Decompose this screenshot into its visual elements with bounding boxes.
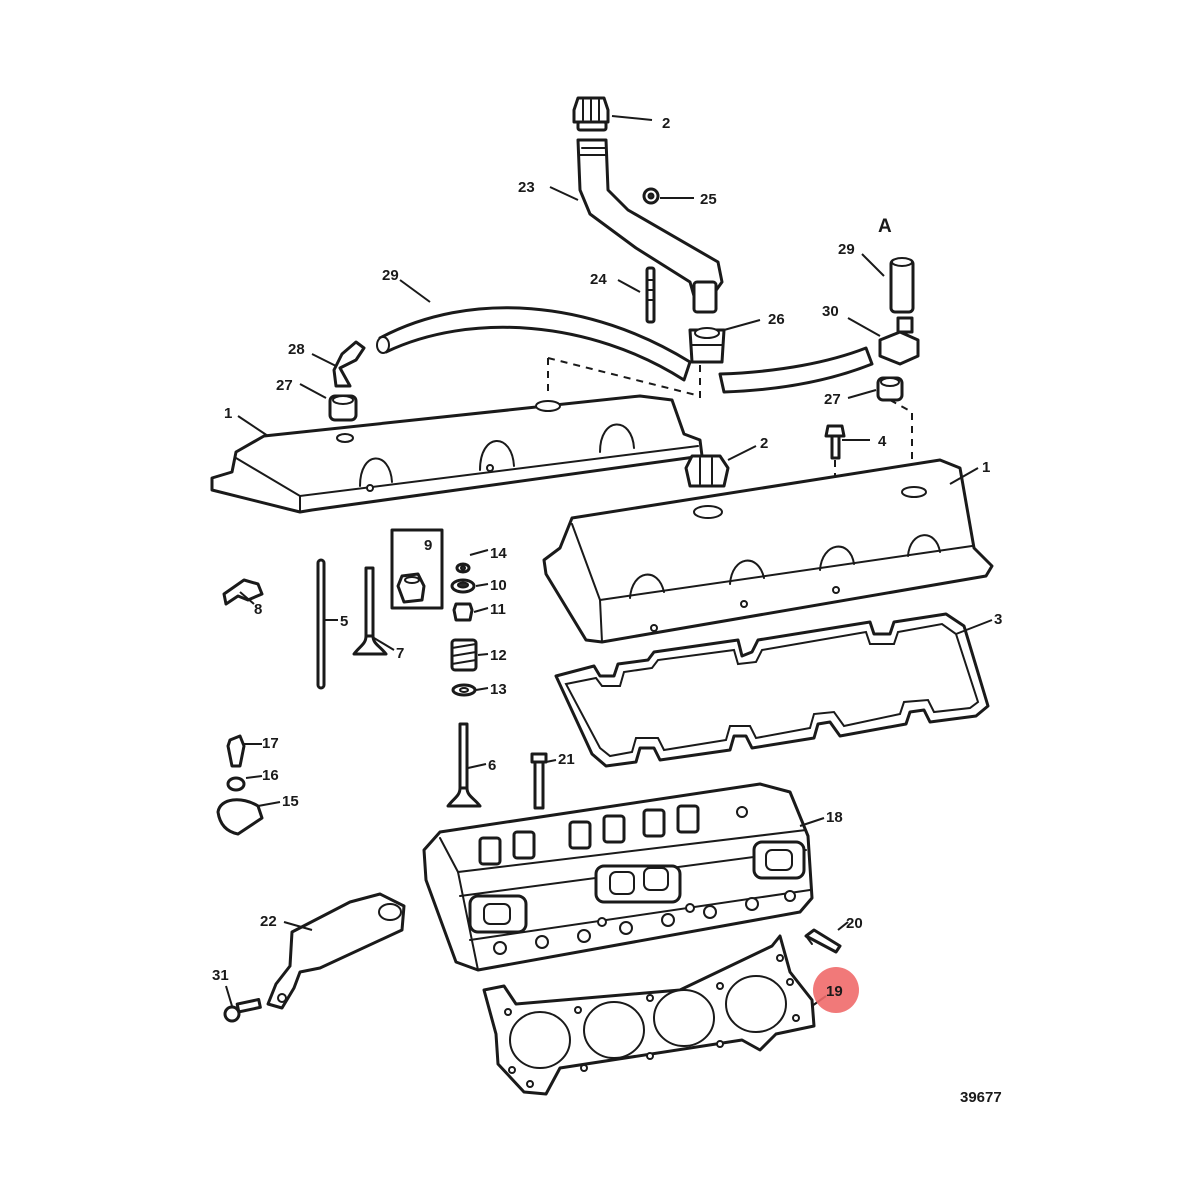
callout-27-left: 27 (276, 377, 293, 394)
bolt-part-4[interactable] (824, 424, 846, 460)
callout-15: 15 (282, 793, 299, 810)
guide-plate-nut-part-16[interactable] (226, 776, 246, 792)
stud-part-24[interactable] (645, 266, 656, 324)
grommet-part-26[interactable] (688, 327, 726, 364)
callout-2-cover: 2 (760, 435, 768, 452)
callout-1-left: 1 (224, 405, 232, 422)
callout-3: 3 (994, 611, 1002, 628)
pushrod-part-5[interactable] (316, 558, 326, 690)
lifting-bracket-part-22[interactable] (266, 892, 406, 1010)
breather-hose-part-29-right[interactable] (718, 346, 874, 394)
valve-cover-gasket-part-3[interactable] (554, 612, 990, 768)
intake-valve-part-7[interactable] (352, 566, 388, 656)
callout-23: 23 (518, 179, 535, 196)
cylinder-head-part-18[interactable] (422, 782, 814, 972)
leader-lines (225, 115, 993, 1007)
callout-2-cap: 2 (662, 115, 670, 132)
callout-25: 25 (700, 191, 717, 208)
oil-fill-cap-part-2[interactable] (572, 96, 610, 132)
oil-fill-cap-part-2-cover[interactable] (684, 454, 730, 488)
rocker-arm-part-8[interactable] (222, 578, 264, 606)
callout-26: 26 (768, 311, 785, 328)
pushrod-guide-part-15[interactable] (216, 798, 264, 836)
pcv-hose-part-29[interactable] (889, 257, 915, 314)
spring-shim-part-13[interactable] (451, 683, 477, 697)
figure-number: 39677 (960, 1089, 1002, 1106)
callout-21: 21 (558, 751, 575, 768)
callout-27-right: 27 (824, 391, 841, 408)
callout-20: 20 (846, 915, 863, 932)
callout-8: 8 (254, 601, 262, 618)
callout-11: 11 (490, 601, 506, 618)
head-bolt-part-21[interactable] (530, 752, 548, 810)
gasket-bolt-holes (504, 954, 800, 1088)
elbow-fitting-part-28[interactable] (332, 340, 366, 388)
callout-30: 30 (822, 303, 839, 320)
rocker-cover-part-1-right[interactable] (542, 458, 994, 644)
valve-spring-part-12[interactable] (450, 638, 478, 672)
callout-29-left: 29 (382, 267, 399, 284)
head-gasket-part-19[interactable] (482, 934, 816, 1096)
oil-fill-tube-part-23[interactable] (576, 138, 724, 314)
callout-19: 19 (826, 983, 843, 1000)
callout-5: 5 (340, 613, 348, 630)
callout-10: 10 (490, 577, 507, 594)
highlight-marker (813, 967, 859, 1013)
exhaust-valve-part-6[interactable] (446, 722, 482, 808)
callout-12: 12 (490, 647, 507, 664)
callout-16: 16 (262, 767, 279, 784)
bolt-part-31[interactable] (223, 998, 262, 1023)
head-bolt-holes (493, 806, 796, 955)
callout-7: 7 (396, 645, 404, 662)
callout-29-right: 29 (838, 241, 855, 258)
callout-4: 4 (878, 433, 887, 450)
head-springs (478, 804, 700, 866)
grommet-part-27-left[interactable] (328, 394, 358, 422)
spring-cap-part-11[interactable] (452, 602, 474, 622)
callout-18: 18 (826, 809, 843, 826)
callout-13: 13 (490, 681, 507, 698)
callout-17: 17 (262, 735, 279, 752)
callout-6: 6 (488, 757, 496, 774)
breather-hose-part-29-left[interactable] (376, 306, 692, 382)
rocker-ball-part-10[interactable] (450, 578, 476, 594)
rocker-cover-part-1-left[interactable] (210, 394, 704, 514)
callout-24: 24 (590, 271, 607, 288)
callout-labels: 2 23 25 29 24 26 A 29 30 28 27 27 4 1 2 … (212, 115, 1002, 1106)
bolt-part-20[interactable] (804, 928, 842, 954)
callout-22: 22 (260, 913, 277, 930)
callout-14: 14 (490, 545, 507, 562)
callout-1-right: 1 (982, 459, 990, 476)
oil-deflector-part-14[interactable] (455, 562, 471, 574)
rocker-stud-part-17[interactable] (226, 734, 246, 768)
section-label-a: A (878, 216, 892, 237)
grommet-part-27-right[interactable] (876, 376, 904, 402)
pcv-valve-part-30[interactable] (878, 316, 920, 366)
callout-31: 31 (212, 967, 229, 984)
rocker-arm-box-part-9[interactable] (390, 528, 444, 610)
nut-part-25[interactable] (642, 187, 660, 205)
callout-9: 9 (424, 537, 432, 554)
callout-28: 28 (288, 341, 305, 358)
